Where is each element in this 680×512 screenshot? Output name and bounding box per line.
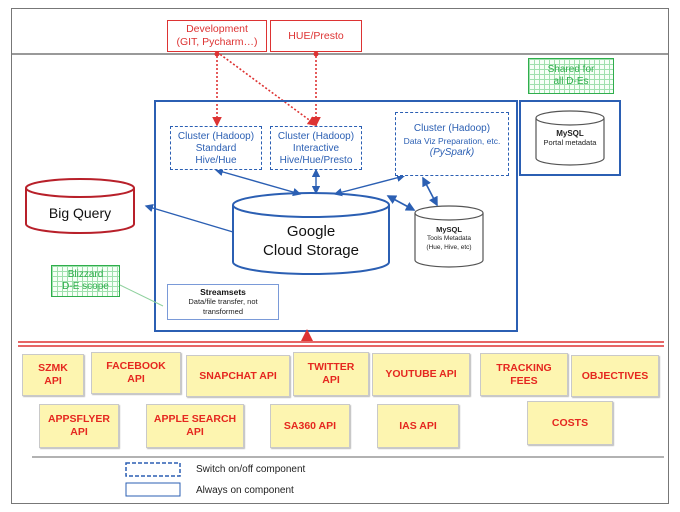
api-twitter: TWITTER API [293,352,369,396]
development-box: Development (GIT, Pycharm…) [167,20,267,52]
shared-container [519,100,621,176]
api-youtube: YOUTUBE API [372,353,470,396]
mysql-portal-subtitle: Portal metadata [543,138,597,147]
api-apple-search: APPLE SEARCH API [146,404,244,448]
cluster-standard: Cluster (Hadoop) Standard Hive/Hue [170,126,262,170]
streamsets-box: Streamsets Data/file transfer, not trans… [167,284,279,320]
legend-switch-label: Switch on/off component [196,464,306,475]
mysql-tools-subtitle: Tools Metadata (Hue, Hive, etc) [426,235,472,251]
cluster-dataviz-pyspark: (PySpark) [429,147,475,158]
gcs-cylinder [232,192,390,275]
shared-label: Shared for all D-Es [528,58,614,94]
streamsets-subtitle: Data/file transfer, not transformed [188,297,258,316]
dev-to-interactive-line [216,51,318,126]
legend-dashed-swatch [125,462,181,477]
api-appsflyer: APPSFLYER API [39,404,119,448]
api-szmk: SZMK API [22,354,84,396]
mysql-portal: MySQL Portal metadata [536,129,604,147]
big-query-cylinder [25,178,135,234]
api-ias: IAS API [377,404,459,448]
mysql-tools-title: MySQL [436,225,462,234]
mysql-tools-cylinder [414,205,484,268]
hue-presto-box: HUE/Presto [270,20,362,52]
api-facebook: FACEBOOK API [91,352,181,394]
gcs-label: Google Cloud Storage [263,223,359,259]
blizzard-label: Blizzard D-E scope [51,265,120,297]
cluster-dataviz-title: Cluster (Hadoop) [413,123,491,134]
api-snapchat: SNAPCHAT API [186,355,290,397]
outer-frame [11,8,669,504]
big-query-label: Big Query [48,205,112,221]
de-scope-container [154,100,518,332]
tracking-fees: TRACKING FEES [480,353,568,396]
streamsets-title: Streamsets [200,287,246,297]
cluster-dataviz-subtitle: Data Viz Preparation, etc. [403,136,501,146]
legend-solid-swatch [125,482,181,497]
mysql-portal-cylinder [535,110,605,166]
cluster-dataviz: Cluster (Hadoop) Data Viz Preparation, e… [395,112,509,176]
objectives: OBJECTIVES [571,355,659,397]
blizzard-connector [119,284,164,307]
api-sa360: SA360 API [270,404,350,448]
cluster-interactive: Cluster (Hadoop) Interactive Hive/Hue/Pr… [270,126,362,170]
legend-always-label: Always on component [196,485,294,496]
mysql-portal-title: MySQL [556,129,584,138]
mysql-tools: MySQL Tools Metadata (Hue, Hive, etc) [415,225,483,252]
costs: COSTS [527,401,613,445]
